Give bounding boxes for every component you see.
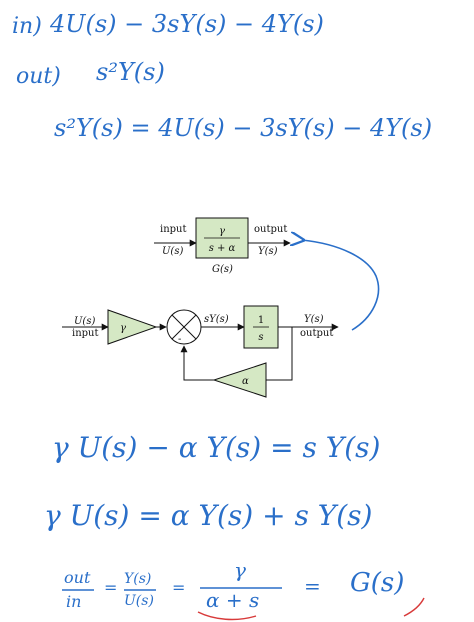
integrator-denominator: s — [258, 332, 263, 343]
hand-drawn-arrow — [302, 240, 380, 331]
input-label: input — [72, 328, 99, 339]
top-input-signal: U(s) — [162, 246, 183, 257]
top-block-denominator: s + α — [209, 243, 236, 254]
top-block-name: G(s) — [212, 264, 233, 275]
equation-3: γ U(s) = α Y(s) + s Y(s) — [44, 499, 373, 532]
tf-denominator-1: U(s) — [124, 593, 154, 609]
tf-in: in — [66, 592, 82, 611]
gain-block — [107, 309, 158, 345]
gain-label: γ — [120, 323, 126, 334]
integrator-numerator: 1 — [258, 315, 264, 326]
feedback-diagram: U(s) input γ - sY(s) 1 s Y(s) output α — [62, 305, 339, 398]
red-tick-mark — [403, 597, 425, 617]
tf-out: out — [64, 568, 91, 587]
top-output-signal: Y(s) — [258, 246, 278, 257]
output-signal: Y(s) — [304, 314, 324, 325]
in-label: in) — [12, 14, 42, 39]
feedback-line-left — [180, 345, 214, 381]
top-tf-diagram: input U(s) γ s + α output Y(s) G(s) — [154, 217, 291, 275]
tf-result: G(s) — [350, 568, 405, 598]
red-underline-mark — [197, 611, 257, 621]
out-expression: s²Y(s) — [96, 58, 165, 86]
top-output-label: output — [254, 224, 287, 235]
in-expression: 4U(s) − 3sY(s) − 4Y(s) — [50, 10, 324, 38]
feedback-line-right — [266, 327, 293, 381]
tf-equals-2: = — [172, 578, 186, 597]
sY-label: sY(s) — [204, 314, 229, 325]
summing-minus: - — [178, 334, 181, 345]
output-label: output — [300, 328, 333, 339]
top-block-numerator: γ — [219, 226, 225, 237]
out-label: out) — [16, 64, 61, 89]
input-signal: U(s) — [74, 316, 95, 327]
equation-2: γ U(s) − α Y(s) = s Y(s) — [52, 431, 381, 464]
feedback-gain-block — [212, 362, 267, 398]
summing-cross-2 — [171, 314, 197, 340]
equation-1: s²Y(s) = 4U(s) − 3sY(s) − 4Y(s) — [54, 114, 433, 142]
top-input-label: input — [160, 224, 187, 235]
tf-denominator-2: α + s — [206, 588, 260, 612]
feedback-gain-label: α — [242, 376, 249, 387]
tf-numerator-2: γ — [234, 558, 246, 582]
tf-equals-1: = — [104, 578, 118, 597]
tf-numerator-1: Y(s) — [124, 571, 152, 587]
tf-equals-3: = — [304, 574, 321, 598]
